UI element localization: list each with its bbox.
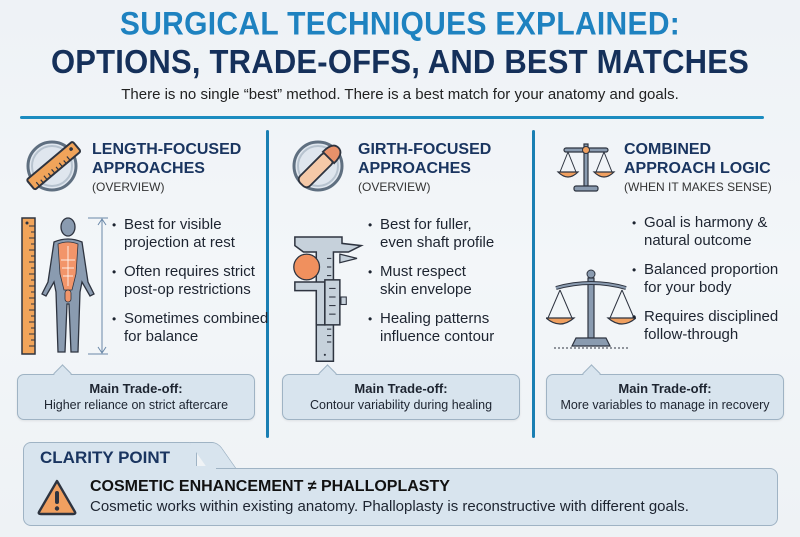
column-combined-approach: COMBINED APPROACH LOGIC (WHEN IT MAKES S… [546,128,800,428]
column-divider-2 [532,130,535,438]
body-measurement-illustration [21,217,108,355]
balance-scale-illustration [546,269,636,349]
tradeoff-callout: Main Trade-off: Higher reliance on stric… [17,374,255,420]
bullet-list: Goal is harmony &natural outcome Balance… [632,214,778,355]
column-length-focused: LENGTH-FOCUSED APPROACHES (OVERVIEW) Bes… [21,128,272,428]
scales-icon [556,143,616,192]
column-girth-focused: GIRTH-FOCUSED APPROACHES (OVERVIEW) Best… [288,128,538,428]
bullet-list: Best for fuller,even shaft profile Must … [368,216,494,357]
tradeoff-text: Contour variability during healing [309,398,493,412]
tradeoff-label: Main Trade-off: [354,381,448,396]
tradeoff-text: Higher reliance on strict aftercare [43,398,229,412]
bullet-item: Goal is harmony &natural outcome [632,214,778,250]
clarity-text: Cosmetic works within existing anatomy. … [90,498,689,515]
warning-icon [37,479,77,516]
column-title-line1: LENGTH-FOCUSED [92,141,242,158]
clarity-headline: COSMETIC ENHANCEMENT ≠ PHALLOPLASTY [90,478,450,495]
column-header: COMBINED APPROACH LOGIC (WHEN IT MAKES S… [624,140,772,194]
column-subtitle: (OVERVIEW) [92,180,165,194]
page-title-line2: OPTIONS, TRADE-OFFS, AND BEST MATCHES [50,42,749,81]
tradeoff-label: Main Trade-off: [618,381,712,396]
page-title-line1: SURGICAL TECHNIQUES EXPLAINED: [119,6,681,43]
header-divider [20,116,764,119]
ruler-icon [26,140,82,192]
column-title-line1: COMBINED [624,141,712,158]
tradeoff-callout: Main Trade-off: More variables to manage… [546,374,784,420]
page-subtitle: There is no single “best” method. There … [121,86,679,103]
column-header: LENGTH-FOCUSED APPROACHES (OVERVIEW) [92,140,241,194]
column-title-line2: APPROACHES [358,160,471,177]
clarity-title: CLARITY POINT [40,448,171,467]
column-subtitle: (WHEN IT MAKES SENSE) [624,180,772,194]
bullet-item: Best for fuller,even shaft profile [368,216,494,252]
tradeoff-text: More variables to manage in recovery [560,398,770,412]
caliper-illustration [293,236,364,363]
clarity-panel [23,468,778,526]
column-subtitle: (OVERVIEW) [358,180,431,194]
column-title-line1: GIRTH-FOCUSED [358,141,492,158]
tradeoff-callout: Main Trade-off: Contour variability duri… [282,374,520,420]
tradeoff-label: Main Trade-off: [89,381,183,396]
column-header: GIRTH-FOCUSED APPROACHES (OVERVIEW) [358,140,491,194]
girth-icon [292,140,344,192]
column-title-line2: APPROACHES [92,160,205,177]
column-title-line2: APPROACH LOGIC [624,160,771,177]
